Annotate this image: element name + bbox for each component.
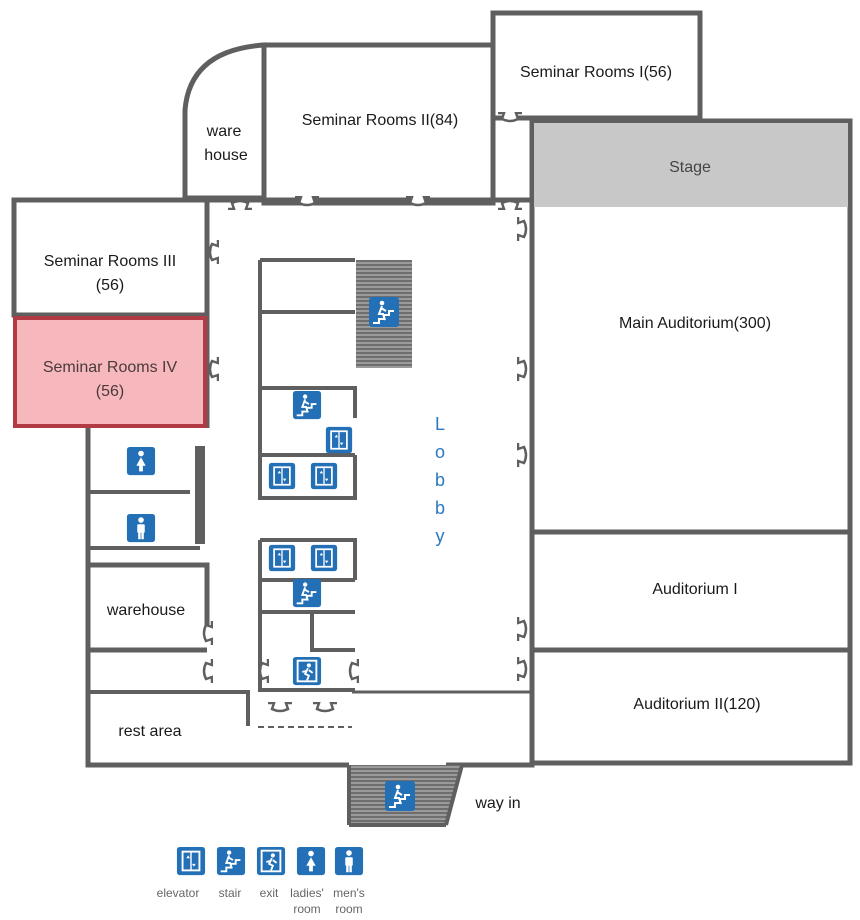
legend-ladies-room-label-2: room xyxy=(293,902,320,916)
elevator-icon xyxy=(268,462,296,490)
rest-area-room[interactable] xyxy=(88,690,250,726)
legend-elevator-label: elevator xyxy=(157,886,200,900)
warehouse-top-label-1: ware xyxy=(206,123,242,140)
mens-room-icon xyxy=(126,513,156,543)
legend: elevator stair exit ladies' room men's r… xyxy=(157,846,365,916)
rest-area-label: rest area xyxy=(118,723,181,740)
svg-text:L: L xyxy=(435,414,445,434)
seminar-room-4[interactable] xyxy=(13,316,207,428)
warehouse-room[interactable] xyxy=(88,562,210,653)
legend-exit-icon xyxy=(256,846,286,876)
warehouse-top-room[interactable] xyxy=(182,42,267,201)
seminar-room-1-label: Seminar Rooms I(56) xyxy=(520,64,672,81)
legend-exit-label: exit xyxy=(260,886,279,900)
way-in-label: way in xyxy=(474,795,520,812)
auditorium-1-label: Auditorium I xyxy=(652,581,737,598)
seminar-room-3[interactable] xyxy=(11,197,210,318)
legend-ladies-room-icon xyxy=(296,846,326,876)
warehouse-label: warehouse xyxy=(106,602,185,619)
svg-text:o: o xyxy=(435,442,445,462)
restroom-partition xyxy=(195,446,205,544)
stair-icon xyxy=(292,578,322,608)
svg-text:b: b xyxy=(435,498,445,518)
legend-mens-room-label-2: room xyxy=(335,902,362,916)
seminar-room-4-label-1: Seminar Rooms IV xyxy=(43,359,178,376)
seminar-room-2-label: Seminar Rooms II(84) xyxy=(302,112,459,129)
seminar-room-3-label-1: Seminar Rooms III xyxy=(44,253,176,270)
svg-text:y: y xyxy=(436,526,445,546)
seminar-room-4-label-2: (56) xyxy=(96,383,124,400)
stair-icon xyxy=(368,296,400,328)
elevator-icon xyxy=(310,462,338,490)
elevator-icon xyxy=(310,544,338,572)
core-upper xyxy=(258,258,357,500)
auditorium-2[interactable] xyxy=(529,647,853,766)
seminar-room-3-label-2: (56) xyxy=(96,277,124,294)
main-auditorium-label: Main Auditorium(300) xyxy=(619,315,771,332)
stage-label: Stage xyxy=(669,159,711,176)
legend-elevator-icon xyxy=(176,846,206,876)
ladies-room-icon xyxy=(126,446,156,476)
stage-area xyxy=(534,123,848,207)
legend-stair-icon xyxy=(216,846,246,876)
elevator-icon xyxy=(325,426,353,454)
legend-mens-room-label-1: men's xyxy=(333,886,365,900)
elevator-icon xyxy=(268,544,296,572)
stair-icon xyxy=(384,780,416,812)
legend-stair-label: stair xyxy=(219,886,242,900)
auditorium-2-label: Auditorium II(120) xyxy=(633,696,760,713)
exit-icon xyxy=(292,656,322,686)
legend-ladies-room-label-1: ladies' xyxy=(290,886,324,900)
svg-text:b: b xyxy=(435,470,445,490)
legend-mens-room-icon xyxy=(334,846,364,876)
warehouse-top-label-2: house xyxy=(204,147,248,164)
stair-icon xyxy=(292,390,322,420)
lobby-label: L o b b y xyxy=(435,414,445,546)
